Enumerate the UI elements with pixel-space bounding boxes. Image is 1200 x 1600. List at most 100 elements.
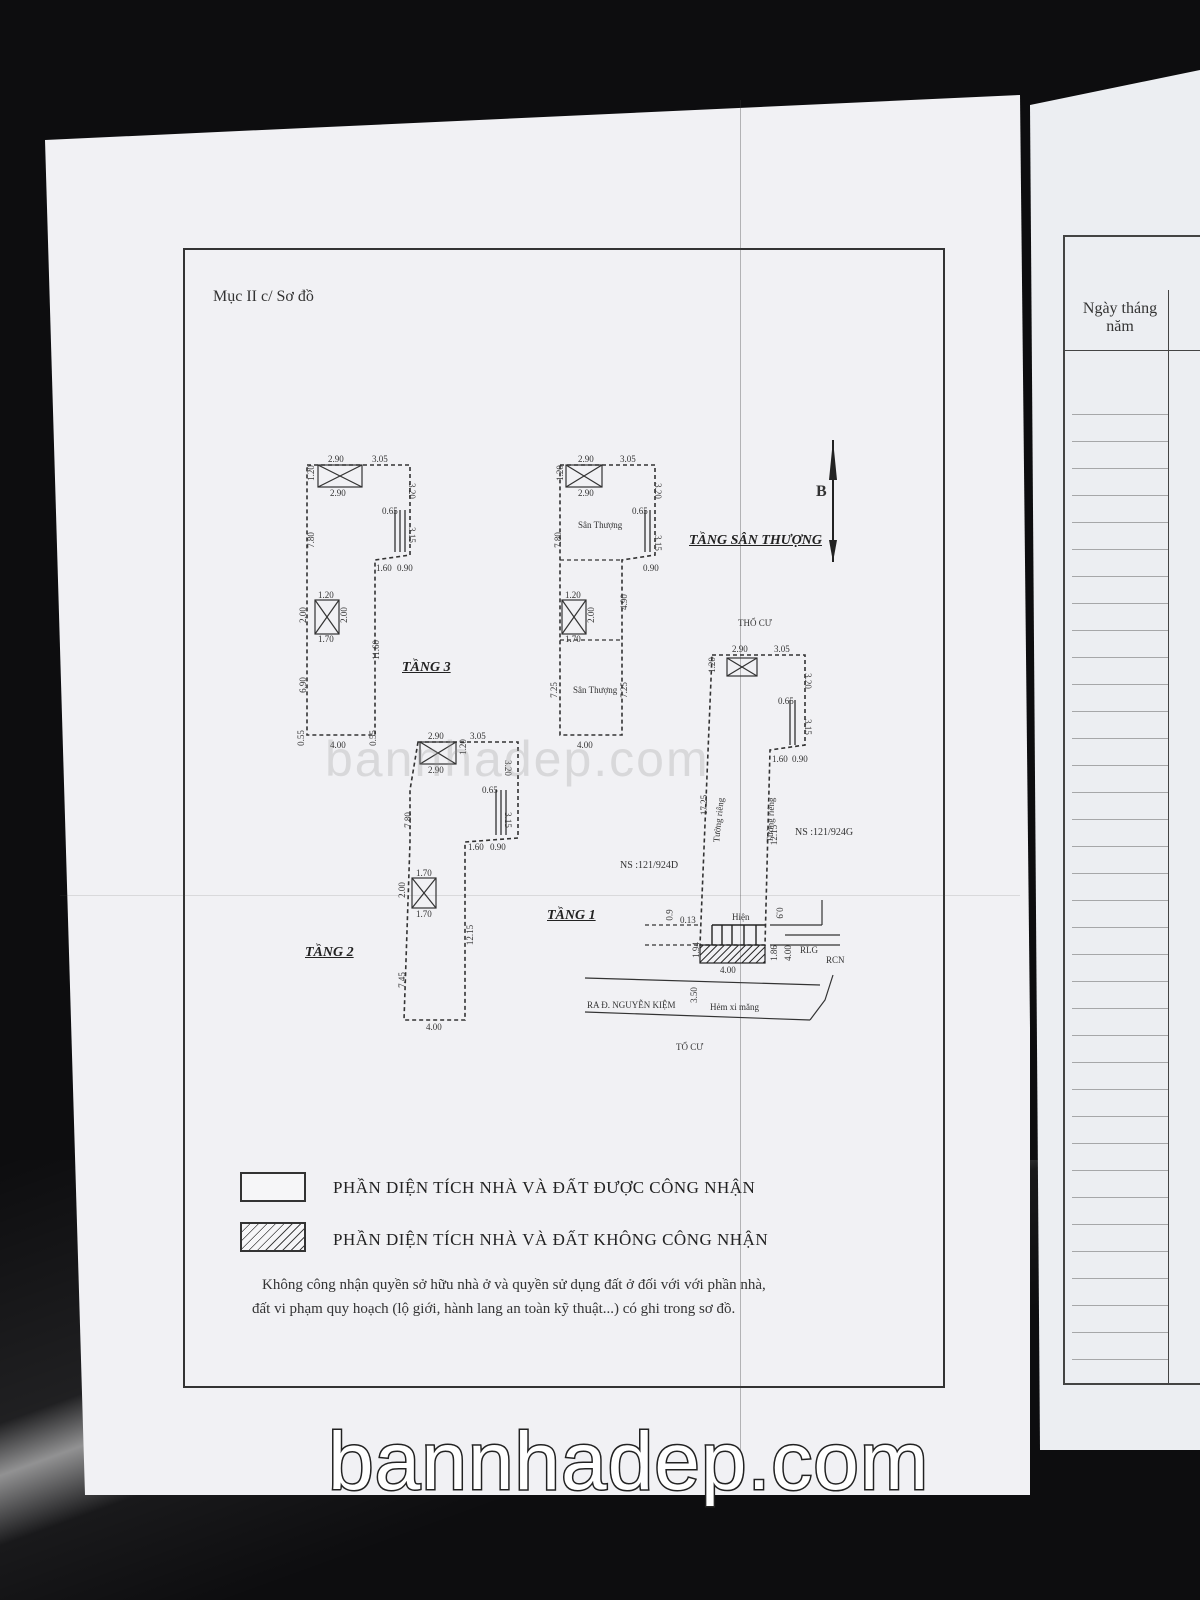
dim-label: 0.90	[490, 842, 506, 852]
dim-label: 17.25	[699, 794, 710, 816]
dim-label: 1.20	[565, 590, 581, 600]
dim-label: 1.20	[305, 465, 316, 481]
tang3-outline	[306, 464, 411, 736]
floor-title-san-thuong: TẦNG SÂN THƯỢNG	[689, 533, 822, 548]
dim-label: 1.20	[318, 590, 334, 600]
tang2-stair-box	[419, 741, 457, 765]
legend-box-recognized	[240, 1172, 306, 1202]
dim-label: 0.55	[295, 730, 306, 746]
dim-label: 3.05	[620, 454, 636, 464]
dim-label: 0.65	[482, 785, 498, 795]
dim-label: 0.65	[632, 506, 648, 516]
legal-note: Không công nhận quyền sở hữu nhà ở và qu…	[252, 1273, 932, 1321]
dim-label: 1.70	[565, 634, 581, 644]
dim-label: 7.25	[548, 682, 559, 698]
dim-label: 1.70	[416, 909, 432, 919]
tang2-outline	[403, 741, 519, 1021]
dim-label: 0.13	[680, 915, 696, 925]
legend-box-not-recognized	[240, 1222, 306, 1252]
dim-label: 3.20	[652, 483, 663, 499]
rlg-label: RLG	[800, 945, 818, 955]
hien-trang-label: Hiện	[732, 912, 750, 922]
dim-label: 3.15	[406, 527, 417, 543]
street-label: RA Đ. NGUYỄN KIỆM	[587, 1000, 676, 1010]
alley-label: Hẻm xi măng	[710, 1002, 759, 1012]
tho-cu-label: THỔ CƯ	[738, 618, 772, 628]
dim-label: 2.90	[328, 454, 344, 464]
watermark-large: bannhadep.com	[326, 1415, 930, 1509]
dim-label: 3.05	[470, 731, 486, 741]
tang1-stair-box	[726, 657, 758, 677]
dim-label: 3.20	[802, 673, 813, 689]
legal-note-line2: đất vi phạm quy hoạch (lộ giới, hành lan…	[252, 1301, 736, 1317]
san-thuong-label: Sân Thượng	[573, 685, 618, 695]
dim-label: 1.94	[690, 942, 701, 958]
dim-label: 2.90	[330, 488, 346, 498]
right-table-header-date: Ngày tháng năm	[1082, 300, 1158, 335]
dim-label: 7.45	[396, 972, 407, 988]
north-label: B	[816, 483, 827, 500]
dim-label: 2.00	[297, 607, 308, 623]
right-page-table	[1063, 235, 1200, 1385]
dim-label: 3.05	[372, 454, 388, 464]
dim-label: 1.60	[772, 754, 788, 764]
dim-label: 0.65	[778, 696, 794, 706]
dim-label: 2.90	[428, 765, 444, 775]
document-sheet	[45, 95, 1030, 1495]
san-thuong-label: Sân Thượng	[578, 520, 623, 530]
legend-text-not-recognized: PHẦN DIỆN TÍCH NHÀ VÀ ĐẤT KHÔNG CÔNG NHẬ…	[333, 1230, 769, 1249]
dim-label: 2.00	[585, 607, 596, 623]
dim-label: 3.05	[774, 644, 790, 654]
dim-label: 1.70	[318, 634, 334, 644]
dim-label: 4.00	[577, 740, 593, 750]
dim-label: 2.90	[578, 488, 594, 498]
dim-label: 0.90	[792, 754, 808, 764]
san-thuong-outline	[559, 464, 656, 736]
dim-label: 1.60	[468, 842, 484, 852]
street-line-lower	[584, 1011, 811, 1021]
tang1-non-recognized-area	[699, 944, 766, 964]
dim-label: 7.80	[552, 532, 563, 548]
dim-label: 3.15	[802, 719, 813, 735]
neighbor-left-label: NS :121/924D	[620, 860, 679, 871]
dim-label: 1.86	[768, 945, 779, 961]
dim-label: 3.50	[688, 987, 699, 1003]
tang3-elevator-box	[314, 599, 340, 635]
fold-line-horizontal	[60, 895, 1020, 896]
to-cu-label: TỔ CƯ	[676, 1042, 704, 1052]
dim-label: 3.20	[406, 483, 417, 499]
watermark-faint: bannhadep.com	[325, 731, 710, 787]
dim-label: 0.65	[382, 506, 398, 516]
tang2-elevator-box	[411, 877, 437, 909]
right-table-header-row	[1065, 255, 1200, 351]
dim-label: 0.90	[643, 563, 659, 573]
dim-label: 1.60	[376, 563, 392, 573]
dim-label: 1.70	[416, 868, 432, 878]
dim-label: 1.20	[554, 465, 565, 481]
dim-label: 7.80	[402, 812, 413, 828]
dim-label: 4.00	[330, 740, 346, 750]
fold-line-vertical	[740, 100, 741, 1480]
neighbor-right-label: NS :121/924G	[795, 827, 854, 838]
dim-label: 7.25	[618, 682, 629, 698]
dim-label: 3.15	[502, 812, 513, 828]
floor-title-tang3: TẦNG 3	[402, 660, 451, 675]
dim-label: 4.00	[720, 965, 736, 975]
dim-label: 2.00	[338, 607, 349, 623]
next-page-sheet	[1030, 70, 1200, 1450]
dim-label: 7.80	[305, 532, 316, 548]
st-stair-box	[565, 464, 603, 488]
dim-label: 2.90	[732, 644, 748, 654]
dim-label: 0.90	[397, 563, 413, 573]
legend-text-recognized: PHẦN DIỆN TÍCH NHÀ VÀ ĐẤT ĐƯỢC CÔNG NHẬN	[333, 1178, 756, 1197]
dim-label: 4.00	[782, 945, 793, 961]
dim-label: 2.90	[578, 454, 594, 464]
dim-label: 0.9	[664, 909, 675, 921]
dim-label: 3.15	[652, 535, 663, 551]
right-table-dotted-lines	[1072, 388, 1168, 1378]
dim-label: 11.60	[370, 640, 381, 660]
dim-label: 6.90	[297, 677, 308, 693]
tang3-stair-box	[317, 464, 363, 488]
dim-label: 2.00	[396, 882, 407, 898]
legal-note-line1: Không công nhận quyền sở hữu nhà ở và qu…	[262, 1277, 766, 1293]
